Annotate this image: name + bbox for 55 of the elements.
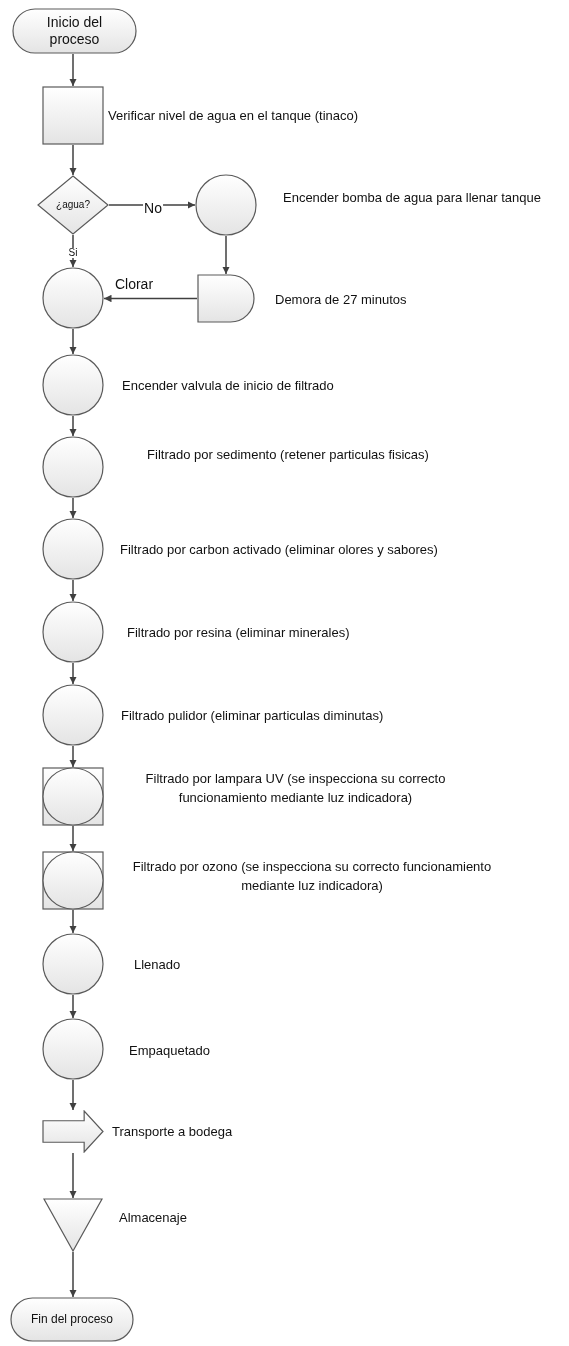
arrow — [69, 662, 77, 685]
arrow — [69, 909, 77, 934]
step-label: Filtrado por lampara UV (se inspecciona su correcto funcionamiento mediante luz indicadora) — [144, 770, 447, 807]
arrow — [69, 745, 77, 768]
step-label: Empaquetado — [129, 1042, 211, 1060]
operation-circle — [195, 174, 257, 236]
node-label: Inicio del proceso — [45, 13, 104, 49]
arrow — [108, 201, 196, 209]
operation-circle — [42, 518, 104, 580]
arrow — [69, 1251, 77, 1298]
arrow — [222, 235, 230, 275]
step-label: Demora de 27 minutos — [275, 291, 408, 309]
decision-diamond — [37, 175, 109, 235]
arrow — [103, 294, 198, 303]
step-label: Filtrado por resina (eliminar minerales) — [127, 624, 351, 642]
arrow — [69, 328, 77, 355]
edge-label: Si — [67, 248, 79, 258]
operation-circle — [42, 267, 104, 329]
delay-shape — [197, 274, 255, 323]
operation-circle — [42, 1018, 104, 1080]
operation-circle — [42, 601, 104, 663]
step-label: Filtrado por sedimento (retener particulas fisicas) — [146, 446, 430, 464]
storage-triangle — [43, 1198, 103, 1252]
arrow — [69, 825, 77, 852]
terminal-shape — [10, 1297, 134, 1342]
step-label: Filtrado por carbon activado (eliminar olores y sabores) — [120, 541, 439, 559]
step-label: Transporte a bodega — [112, 1123, 234, 1141]
terminal-shape — [12, 8, 137, 54]
step-label: Almacenaje — [119, 1209, 188, 1227]
edge-label: No — [143, 201, 163, 215]
arrow — [69, 1079, 77, 1111]
combined-operation-shape — [42, 767, 104, 826]
edge-label: Clorar — [113, 277, 155, 291]
step-label: Verificar nivel de agua en el tanque (tinaco) — [108, 107, 360, 125]
step-label: Encender bomba de agua para llenar tanque — [282, 189, 542, 207]
step-label: Filtrado pulidor (eliminar particulas diminutas) — [121, 707, 385, 725]
arrow — [69, 994, 77, 1019]
transport-symbol — [42, 1110, 104, 1153]
node-label: Fin del proceso — [29, 1312, 114, 1327]
operation-circle — [42, 933, 104, 995]
operation-circle — [42, 684, 104, 746]
step-label: Llenado — [134, 956, 182, 974]
arrow — [69, 415, 77, 437]
arrow — [69, 144, 77, 176]
node-label: ¿agua? — [56, 198, 90, 212]
operation-circle — [42, 354, 104, 416]
arrow — [69, 1152, 77, 1199]
arrow — [69, 579, 77, 602]
inspection-box — [42, 86, 104, 145]
arrow — [69, 53, 77, 87]
arrow — [69, 497, 77, 519]
operation-circle — [42, 436, 104, 498]
combined-operation-shape — [42, 851, 104, 910]
step-label: Encender valvula de inicio de filtrado — [122, 377, 335, 395]
step-label: Filtrado por ozono (se inspecciona su correcto funcionamiento mediante luz indicadora) — [131, 858, 493, 895]
